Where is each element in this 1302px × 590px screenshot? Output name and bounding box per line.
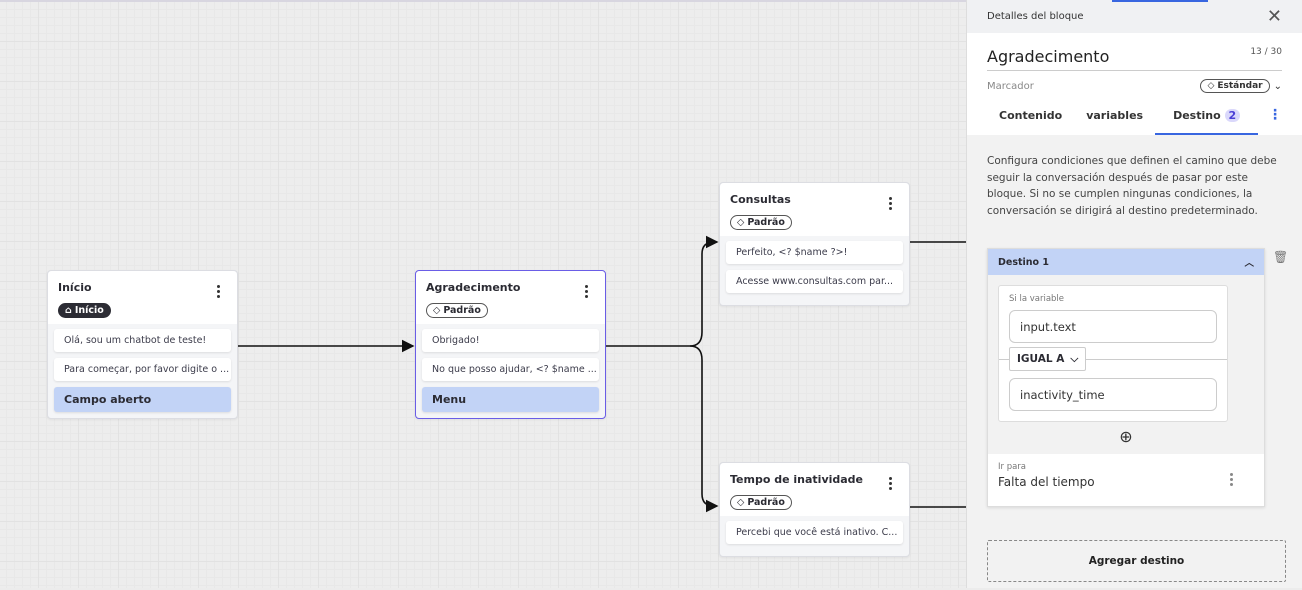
destination-header[interactable]: Destino 1 ︿ [988, 249, 1264, 275]
destination-card: Destino 1 ︿ Si la variable input.text IGU… [987, 248, 1265, 507]
trash-icon[interactable]: 🗑 [1273, 250, 1289, 264]
kebab-icon[interactable] [1228, 471, 1234, 488]
variable-input[interactable]: input.text [1009, 310, 1217, 343]
tab-destino[interactable]: Destino 2 [1155, 105, 1259, 135]
kebab-icon[interactable] [215, 283, 221, 300]
node-message[interactable]: Olá, sou um chatbot de teste! [54, 329, 231, 352]
chevron-down-icon: ⌄ [1273, 80, 1282, 92]
add-condition-icon[interactable]: ⊕ [1119, 427, 1133, 446]
node-tag: ◇Padrão [730, 215, 792, 230]
goto-label: Ir para [998, 462, 1027, 472]
tag-icon: ◇ [737, 497, 745, 508]
marker-value: Estándar [1217, 81, 1263, 91]
marker-select[interactable]: ◇Estándar ⌄ [1200, 79, 1282, 93]
destination-title: Destino 1 [998, 256, 1049, 268]
home-icon: ⌂ [65, 305, 72, 316]
block-details-panel: Detalles del bloque ✕ Agradecimento 13 / 3… [966, 0, 1302, 588]
operator-select[interactable]: IGUAL A ⌵ [1009, 347, 1087, 371]
tag-label: Padrão [443, 305, 481, 316]
node-option[interactable]: Menu [422, 387, 599, 412]
panel-header: Detalles del bloque [987, 11, 1084, 22]
goto-field[interactable]: Ir para Falta del tiempo [988, 454, 1264, 506]
tag-label: Padrão [747, 217, 785, 228]
edges [238, 235, 966, 513]
node-message[interactable]: Obrigado! [422, 329, 599, 352]
edge-agradecimento-tempo [689, 345, 719, 513]
node-message[interactable]: Acesse www.consultas.com par... [726, 270, 903, 293]
kebab-icon[interactable] [887, 475, 893, 492]
count-badge: 2 [1224, 109, 1241, 122]
node-title: Tempo de inatividade [730, 473, 864, 486]
node-tag: ◇Padrão [730, 495, 792, 510]
tag-icon: ◇ [737, 217, 745, 228]
node-message[interactable]: Percebi que você está inativo. C... [726, 521, 903, 544]
chevron-down-icon: ⌵ [1070, 352, 1079, 365]
value-input[interactable]: inactivity_time [1009, 378, 1217, 411]
node-message[interactable]: No que posso ajudar, <? $name ... [422, 358, 599, 381]
chevron-up-icon[interactable]: ︿ [1244, 258, 1254, 269]
node-title: Consultas [730, 193, 791, 206]
block-name-field[interactable]: Agradecimento 13 / 30 [987, 33, 1282, 71]
tag-icon: ◇ [1207, 81, 1215, 91]
tag-icon: ◇ [433, 305, 441, 316]
operator-value: IGUAL A [1017, 353, 1065, 365]
tag-label: Padrão [747, 497, 785, 508]
tab-variables[interactable]: variables [1086, 109, 1144, 122]
add-destination-button[interactable]: Agregar destino [987, 540, 1286, 582]
tag-label: Início [74, 305, 104, 316]
tab-label: Destino [1173, 109, 1221, 122]
goto-value: Falta del tiempo [998, 475, 1095, 489]
kebab-icon[interactable] [887, 195, 893, 212]
tab-contenido[interactable]: Contenido [999, 109, 1063, 122]
more-options-icon[interactable]: ⋮ [1268, 107, 1282, 123]
node-message[interactable]: Para começar, por favor digite o ... [54, 358, 231, 381]
description: Configura condiciones que definen el cam… [987, 155, 1277, 217]
edge-agradecimento-consultas [605, 235, 719, 347]
node-title: Início [58, 281, 92, 294]
node-tag: ◇Padrão [426, 303, 488, 318]
condition-box: Si la variable input.text IGUAL A ⌵ inact… [998, 285, 1228, 422]
marker-label: Marcador [987, 80, 1034, 92]
node-message[interactable]: Perfeito, <? $name ?>! [726, 241, 903, 264]
node-tag: ⌂Início [58, 303, 111, 318]
close-icon[interactable]: ✕ [1266, 6, 1282, 27]
block-name: Agradecimento [987, 47, 1110, 66]
node-title: Agradecimento [426, 281, 521, 294]
char-counter: 13 / 30 [1250, 47, 1282, 57]
node-option[interactable]: Campo aberto [54, 387, 231, 412]
condition-label: Si la variable [1009, 294, 1065, 304]
kebab-icon[interactable] [583, 283, 589, 300]
